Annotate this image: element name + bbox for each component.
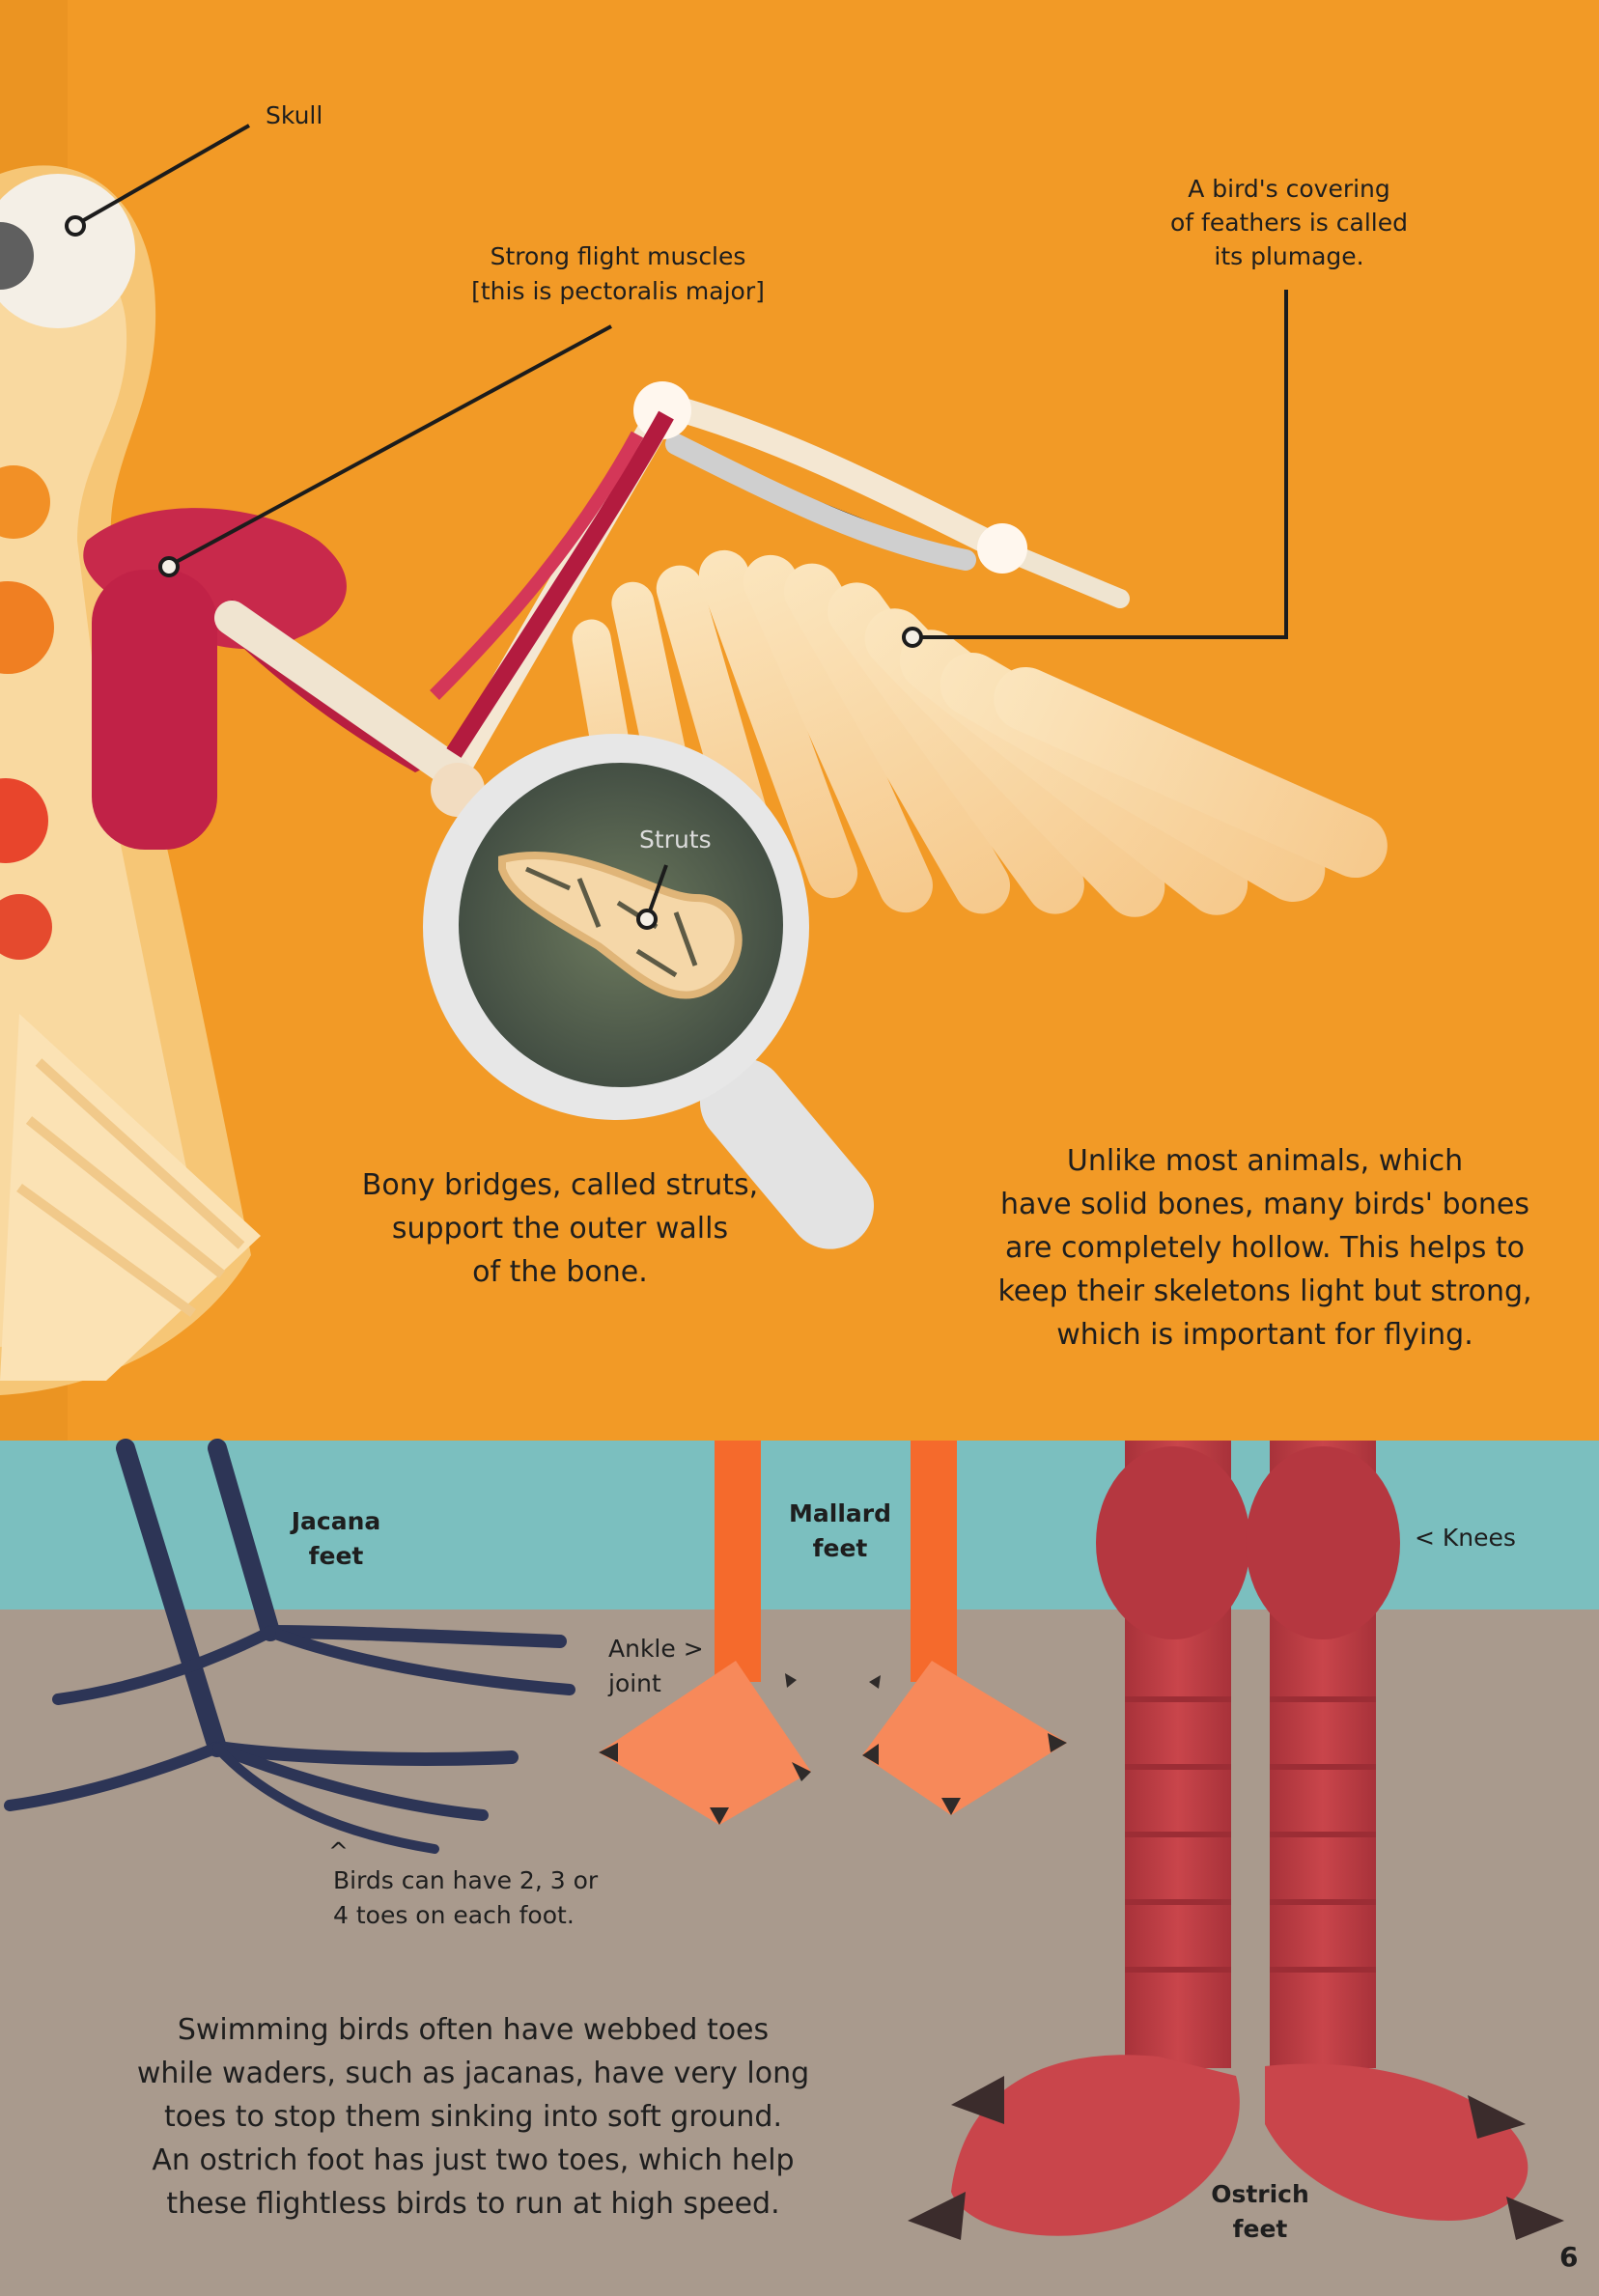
plumage-label-line: its plumage. bbox=[1214, 242, 1364, 270]
muscles-label-line: [this is pectoralis major] bbox=[471, 277, 765, 305]
hollow-bones-caption-line: keep their skeletons light but strong, bbox=[997, 1274, 1532, 1308]
jacana-label-line: feet bbox=[308, 1542, 364, 1570]
ostrich-label-line: Ostrich bbox=[1211, 2180, 1309, 2208]
ostrich-legs bbox=[908, 1441, 1564, 2240]
mallard-label-line: Mallard bbox=[789, 1499, 891, 1527]
struts-caption-line: Bony bridges, called struts, bbox=[361, 1168, 759, 1202]
feet-caption-line: while waders, such as jacanas, have very… bbox=[136, 2057, 810, 2090]
toes-caption: Birds can have 2, 3 or 4 toes on each fo… bbox=[333, 1863, 598, 1933]
mallard-label-line: feet bbox=[812, 1534, 868, 1562]
wing-feathers bbox=[572, 549, 1388, 917]
hollow-bones-caption-line: Unlike most animals, which bbox=[1066, 1144, 1464, 1178]
plumage-label-line: of feathers is called bbox=[1170, 209, 1408, 237]
struts-caption: Bony bridges, called struts, support the… bbox=[328, 1163, 792, 1294]
ankle-label-line: Ankle > bbox=[608, 1635, 704, 1663]
ostrich-label-line: feet bbox=[1232, 2215, 1288, 2243]
feet-caption: Swimming birds often have webbed toes wh… bbox=[135, 2008, 811, 2226]
page-number: 6 bbox=[1559, 2241, 1579, 2273]
struts-caption-line: support the outer walls bbox=[391, 1212, 729, 1246]
wing-bones bbox=[214, 381, 1130, 817]
feet-caption-line: Swimming birds often have webbed toes bbox=[177, 2013, 770, 2047]
ankle-label-line: joint bbox=[608, 1669, 661, 1697]
struts-caption-line: of the bone. bbox=[472, 1255, 648, 1289]
struts-label: Struts bbox=[639, 826, 712, 854]
ankle-label: Ankle > joint bbox=[608, 1632, 704, 1701]
skull-label: Skull bbox=[266, 101, 323, 129]
muscles-label: Strong flight muscles [this is pectorali… bbox=[425, 239, 811, 309]
knees-label: < Knees bbox=[1415, 1524, 1516, 1552]
ostrich-label: Ostrich feet bbox=[1192, 2177, 1328, 2247]
feet-caption-line: toes to stop them sinking into soft grou… bbox=[164, 2100, 782, 2134]
hollow-bones-caption-line: have solid bones, many birds' bones bbox=[1000, 1188, 1529, 1221]
toes-caption-line: Birds can have 2, 3 or bbox=[333, 1866, 599, 1894]
leader-lines bbox=[74, 124, 1288, 920]
feet-caption-line: these flightless birds to run at high sp… bbox=[166, 2187, 780, 2221]
hollow-bones-caption-line: which is important for flying. bbox=[1056, 1318, 1473, 1352]
hollow-bones-caption-line: are completely hollow. This helps to bbox=[1004, 1231, 1526, 1265]
mallard-label: Mallard feet bbox=[772, 1497, 908, 1566]
magnifier bbox=[423, 734, 874, 1249]
jacana-label: Jacana feet bbox=[268, 1504, 404, 1574]
plumage-label: A bird's covering of feathers is called … bbox=[1139, 172, 1439, 273]
leader-dots bbox=[65, 215, 923, 930]
toes-caption-line: 4 toes on each foot. bbox=[333, 1901, 575, 1929]
jacana-label-line: Jacana bbox=[291, 1507, 381, 1535]
mallard-feet bbox=[599, 1441, 1067, 1825]
jacana-feet bbox=[4, 1439, 575, 1854]
toes-caret: ^ bbox=[328, 1837, 349, 1865]
muscles-label-line: Strong flight muscles bbox=[490, 242, 746, 270]
hollow-bones-caption: Unlike most animals, which have solid bo… bbox=[975, 1139, 1555, 1357]
plumage-label-line: A bird's covering bbox=[1188, 175, 1390, 203]
feet-caption-line: An ostrich foot has just two toes, which… bbox=[152, 2143, 795, 2177]
